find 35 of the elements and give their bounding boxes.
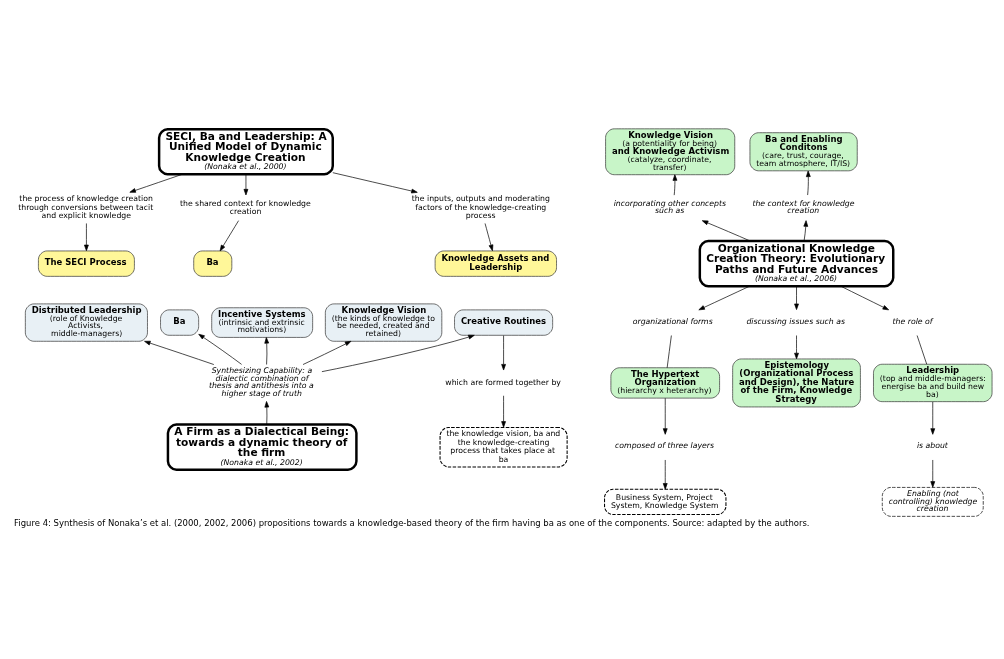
arrow [662, 397, 668, 435]
arrow [84, 222, 89, 251]
arrow [840, 285, 889, 310]
arrow [264, 400, 270, 425]
arrow [698, 285, 750, 310]
arrow [484, 222, 494, 251]
connector [666, 334, 672, 368]
caption: Figure 4: Synthesis of Nonaka’s et al. (2000, 2002, 2006) propositions towards a knowledge-based theory of the firm having ba as one of the components. Source: adapted by the authors. [14, 517, 810, 528]
arrow [264, 336, 270, 365]
arrow [321, 334, 475, 372]
connector [916, 334, 928, 365]
arrow [803, 219, 809, 241]
arrow [501, 394, 506, 428]
arrow [930, 400, 936, 435]
arrow [794, 285, 799, 310]
node-box: Epistemology (Organizational Process and Design), the Nature of the Firm, Knowledge Strategy [732, 358, 861, 407]
arrow [806, 170, 811, 195]
arrow [144, 340, 215, 365]
arrow [672, 173, 678, 195]
arrow [332, 171, 418, 193]
node-box: Knowledge Assets and Leadership [434, 250, 557, 277]
arrow [930, 459, 936, 488]
node-box: The SECI Process [38, 250, 135, 277]
arrow [302, 340, 352, 365]
node-box: Creative Routines [454, 309, 553, 336]
arrow [243, 173, 249, 195]
node-box: Ba [193, 250, 233, 277]
arrow [219, 219, 239, 251]
arrow [701, 219, 751, 241]
arrow [662, 459, 668, 489]
arrow [129, 173, 183, 193]
arrow [198, 333, 242, 365]
arrow [794, 334, 799, 359]
node-box: Ba [160, 309, 199, 336]
arrow [501, 334, 506, 370]
